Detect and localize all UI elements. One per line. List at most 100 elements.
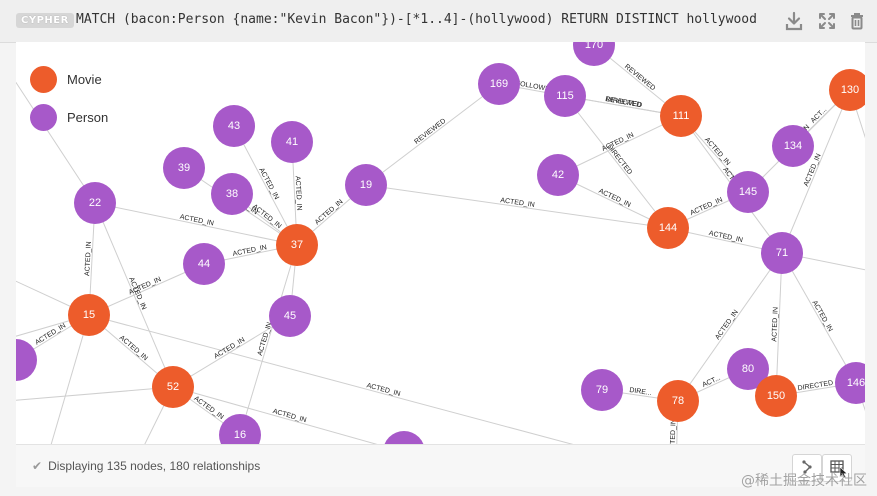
- table-view-button[interactable]: [822, 454, 852, 482]
- node-label: 80: [742, 363, 754, 375]
- relationship-label: ACTED_IN: [601, 132, 635, 153]
- person-node[interactable]: 170: [573, 42, 615, 66]
- person-node[interactable]: [383, 431, 425, 444]
- person-node[interactable]: 80: [727, 348, 769, 390]
- relationship-label: ACTED_IN: [366, 382, 401, 398]
- person-node[interactable]: 71: [761, 232, 803, 274]
- query-text[interactable]: MATCH (bacon:Person {name:"Kevin Bacon"}…: [76, 12, 757, 27]
- movie-node[interactable]: 144: [647, 207, 689, 249]
- relationship-edge[interactable]: [365, 184, 669, 229]
- relationship-edge[interactable]: [233, 125, 298, 246]
- movie-node[interactable]: 52: [152, 366, 194, 408]
- node-circle: [269, 295, 311, 337]
- relationship-label: ACTED_IN: [257, 167, 279, 201]
- movie-node[interactable]: 130: [829, 69, 865, 111]
- relationship-edge[interactable]: [775, 252, 783, 397]
- person-node[interactable]: 19: [345, 164, 387, 206]
- relationship-label: DIRECTED: [797, 380, 833, 393]
- person-node[interactable]: 145: [727, 171, 769, 213]
- person-node[interactable]: 22: [74, 182, 116, 224]
- node-circle: [152, 366, 194, 408]
- graph-legend: Movie Person: [30, 60, 108, 136]
- node-label: 169: [490, 78, 508, 90]
- node-circle: [647, 207, 689, 249]
- node-label: 38: [226, 188, 238, 200]
- node-layer: 170 169 115 111 130 43 41 39 38 22 19 42 134 145 37 144…: [16, 42, 865, 444]
- result-footer: ✔ Displaying 135 nodes, 180 relationship…: [16, 444, 865, 487]
- relationship-label: ACTED_IN: [232, 244, 267, 258]
- node-label: 42: [552, 169, 564, 181]
- person-node[interactable]: 44: [183, 243, 225, 285]
- relationship-edge: [50, 314, 90, 444]
- person-node[interactable]: 39: [163, 147, 205, 189]
- legend-label: Movie: [67, 71, 102, 87]
- relationship-label: ACTED_IN: [84, 241, 93, 276]
- relationship-edge[interactable]: [172, 315, 291, 388]
- node-label: 16: [234, 429, 246, 441]
- movie-color-swatch: [30, 65, 57, 93]
- relationship-edge[interactable]: [94, 202, 174, 388]
- person-node[interactable]: 146: [835, 362, 865, 404]
- node-circle: [211, 173, 253, 215]
- relationship-label: ACT...: [701, 375, 721, 389]
- person-node[interactable]: 115: [544, 75, 586, 117]
- cypher-badge: CYPHER: [16, 13, 74, 28]
- node-label: 43: [228, 120, 240, 132]
- relationship-edge[interactable]: [365, 83, 500, 186]
- person-node[interactable]: 169: [478, 63, 520, 105]
- relationship-label: ACTED_IN: [597, 188, 631, 209]
- relationship-edge[interactable]: [88, 314, 676, 444]
- movie-node[interactable]: 37: [276, 224, 318, 266]
- movie-node[interactable]: 111: [660, 95, 702, 137]
- check-icon: ✔: [32, 459, 43, 473]
- node-label: 37: [291, 239, 303, 251]
- node-circle: [384, 431, 424, 444]
- status-line: ✔ Displaying 135 nodes, 180 relationship…: [32, 459, 260, 473]
- person-node[interactable]: 134: [772, 125, 814, 167]
- relationship-label: ACTED_IN: [192, 395, 224, 421]
- relationship-label: ACTED_IN: [810, 299, 833, 333]
- relationship-label: ACTED_IN: [118, 334, 149, 362]
- person-node[interactable]: 16: [219, 414, 261, 444]
- relationship-edge[interactable]: [781, 252, 857, 384]
- person-node[interactable]: 42: [537, 154, 579, 196]
- movie-node[interactable]: 15: [68, 294, 110, 336]
- expand-icon[interactable]: [816, 10, 838, 32]
- person-node[interactable]: 38: [211, 173, 253, 215]
- node-label: 52: [167, 381, 179, 393]
- relationship-label: ACTED_IN: [500, 197, 535, 209]
- legend-item-person[interactable]: Person: [30, 98, 108, 136]
- movie-node[interactable]: 78: [657, 380, 699, 422]
- watermark-text: @稀土掘金技术社区: [741, 473, 867, 489]
- node-label: 71: [776, 247, 788, 259]
- trash-icon[interactable]: [846, 10, 868, 32]
- relationship-edge[interactable]: [564, 95, 669, 229]
- relationship-edge[interactable]: [94, 202, 298, 246]
- relationship-label: ACTED_IN: [670, 419, 678, 444]
- person-node[interactable]: 45: [269, 295, 311, 337]
- node-circle: [727, 171, 769, 213]
- movie-node[interactable]: 150: [755, 375, 797, 417]
- table-icon: [830, 460, 848, 479]
- person-node[interactable]: 43: [213, 105, 255, 147]
- relationship-edge[interactable]: [172, 386, 404, 444]
- relationship-edge[interactable]: [677, 252, 783, 402]
- person-node[interactable]: [16, 339, 37, 381]
- node-circle: [74, 182, 116, 224]
- graph-view-button[interactable]: [792, 454, 822, 482]
- node-label: 115: [556, 90, 574, 102]
- download-icon[interactable]: [783, 10, 805, 32]
- relationship-edge[interactable]: [781, 89, 851, 254]
- node-circle: [581, 369, 623, 411]
- relationship-edge[interactable]: [557, 115, 682, 176]
- relationship-edge[interactable]: [239, 244, 298, 436]
- node-circle: [573, 42, 615, 66]
- node-circle: [163, 147, 205, 189]
- person-node[interactable]: 41: [271, 121, 313, 163]
- legend-item-movie[interactable]: Movie: [30, 60, 108, 98]
- node-circle: [16, 339, 37, 381]
- person-node[interactable]: 79: [581, 369, 623, 411]
- node-label: 134: [784, 140, 802, 152]
- node-circle: [755, 375, 797, 417]
